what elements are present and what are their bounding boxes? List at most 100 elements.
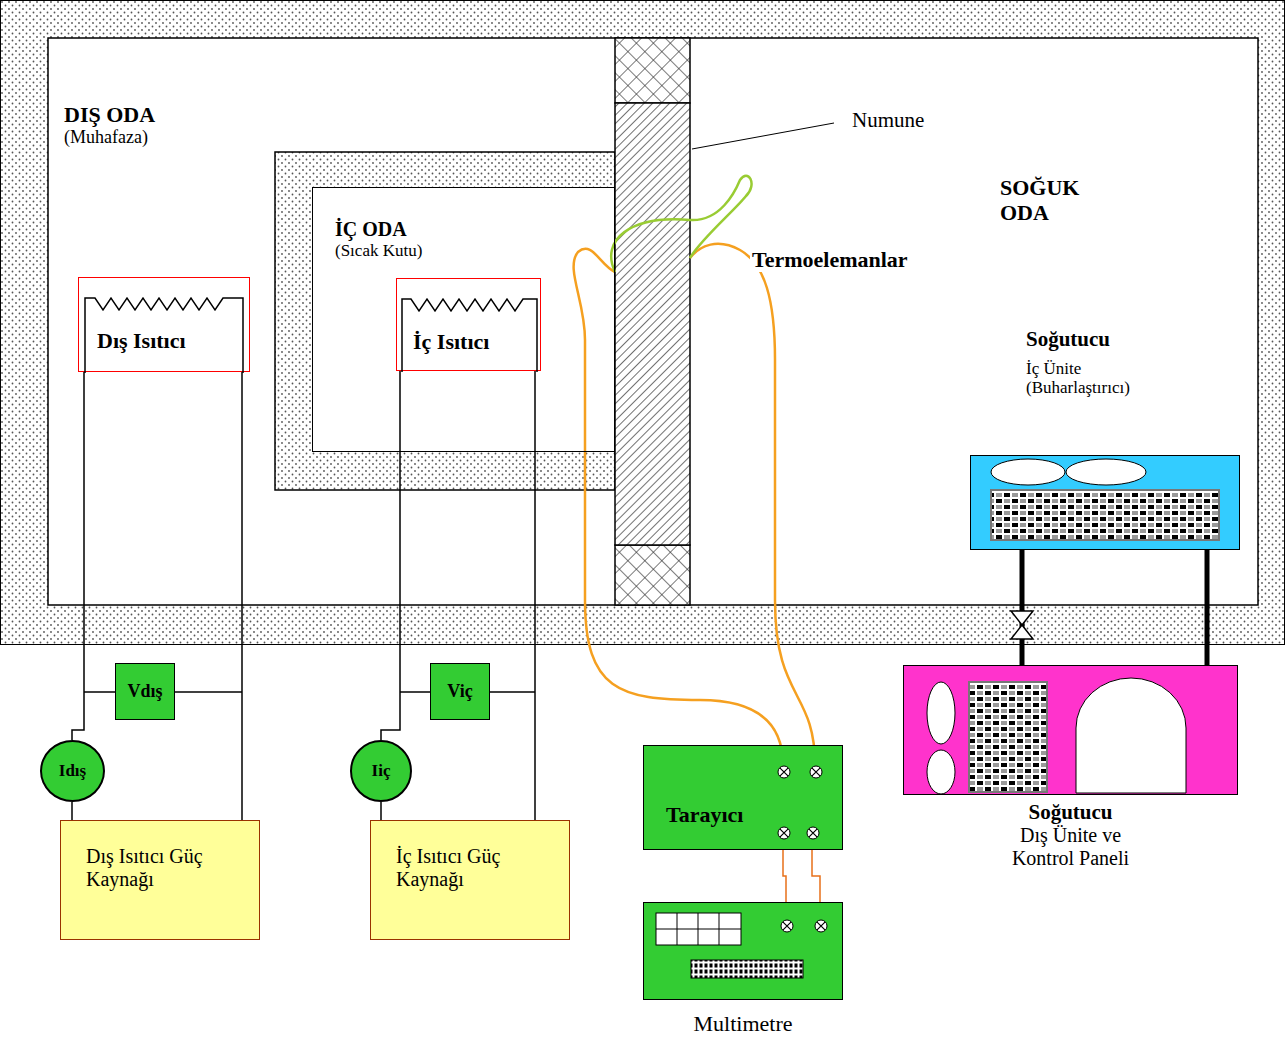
refrigerant-pipe [1020,550,1025,665]
power-supply: Dış Isıtıcı Güç Kaynağı [60,820,260,940]
unit-drawing [644,903,844,1001]
heater: İç Isıtıcı [396,278,541,371]
node-text: Dış Isıtıcı Güç Kaynağı [61,821,259,897]
voltmeter: Viç [430,663,490,720]
terminal [810,766,822,778]
valve-symbol [1011,611,1033,625]
wire [71,802,73,820]
node-title: Multimetre [694,1011,793,1036]
valve-symbol [1011,625,1033,639]
terminal [781,920,793,932]
fan [927,682,955,744]
hot-box: İÇ ODA(Sıcak Kutu) İç Isıtıcı [312,187,615,452]
node-title: İç Isıtıcı [413,329,489,354]
part-label: Numune [850,108,926,132]
signal-wire [812,850,820,902]
thermocouple-junction [611,176,751,272]
node-text: Idış [42,742,103,800]
node-title: İç Isıtıcı Güç Kaynağı [396,845,521,891]
wire [381,371,400,740]
thermocouple-wire [574,249,783,765]
node-title: Soğutucu [1028,800,1112,824]
node-text: SoğutucuDış Ünite ve Kontrol Paneli [864,800,1277,870]
node-text: SOĞUK ODA [690,38,1258,226]
wire [72,372,84,740]
unit-drawing [644,746,844,851]
hot-box-interior [312,187,615,452]
outer-room: DIŞ ODA(Muhafaza) İÇ ODA(Sıcak Kutu) İç Is… [48,38,615,605]
fan [1066,459,1146,485]
node-title: Viç [447,681,472,702]
terminal [780,768,788,776]
chamber-interior [48,38,1258,605]
voltmeter-wire [490,691,535,693]
thermocouple-wire [690,244,815,765]
node-title: Vdış [127,681,162,702]
unit-drawing [904,666,1239,796]
node-text: DIŞ ODA(Muhafaza) [48,38,615,148]
node-title: Tarayıcı [666,802,743,827]
node-text: İÇ ODA(Sıcak Kutu) [313,188,614,261]
wire [380,802,382,820]
multimeter: Multimetre [643,902,843,1000]
terminal [807,827,819,839]
node-subtitle: Dış Ünite ve Kontrol Paneli [988,824,1153,870]
display [656,913,741,945]
node-text: İç Isıtıcı Güç Kaynağı [371,821,569,897]
ammeter: Idış [40,740,105,802]
fan [927,750,955,794]
node-text: Tarayıcı [644,746,842,833]
fan [991,459,1065,485]
node-title: Idış [59,761,86,781]
node-text: Multimetre [604,1011,882,1036]
voltmeter: Vdış [115,663,175,720]
condenser-unit: SoğutucuDış Ünite ve Kontrol Paneli [903,665,1238,795]
leader-line [692,123,834,149]
node-title: Dış Isıtıcı [97,328,186,353]
specimen [615,103,690,545]
voltmeter-wire [84,691,115,693]
ammeter: Iiç [350,740,412,802]
refrigerant-pipe [1205,550,1210,665]
voltmeter-wire [175,691,242,693]
outer-insulation [1,1,1285,645]
unit-drawing [79,278,251,373]
compressor [1076,678,1186,793]
coil [991,490,1219,540]
terminal [815,920,827,932]
node-subtitle: (Muhafaza) [64,127,148,148]
terminal [778,766,790,778]
terminal [780,829,788,837]
unit-drawing [971,456,1241,551]
wire [534,371,536,820]
heating-element [402,299,537,372]
terminal [783,922,791,930]
power-supply: İç Isıtıcı Güç Kaynağı [370,820,570,940]
node-text: Iiç [352,742,410,800]
heater: Dış Isıtıcı [78,277,250,372]
terminal [809,829,817,837]
wire [241,372,243,820]
display [656,929,741,930]
node-text: İç Isıtıcı [397,279,540,360]
scanner: Tarayıcı [643,745,843,850]
node-title: DIŞ ODA [64,102,155,127]
unit-drawing [397,279,542,372]
heating-element [85,298,243,373]
cold-room: SOĞUK ODA Soğutucuİç Ünite (Buharlaştırıc… [690,38,1258,605]
voltmeter-wire [400,691,430,693]
node-text: Dış Isıtıcı [79,278,249,359]
terminal [817,922,825,930]
specimen-mask [615,38,690,103]
node-text: Soğutucuİç Ünite (Buharlaştırıcı) [1026,327,1156,398]
keypad [691,960,803,978]
hot-box-insulation [275,152,615,490]
node-subtitle: (Sıcak Kutu) [335,241,422,261]
specimen-mask [615,545,690,605]
terminal [778,827,790,839]
signal-wire [783,850,786,902]
coil [969,682,1047,792]
part-label: Termoelemanlar [750,247,910,272]
terminal [812,768,820,776]
